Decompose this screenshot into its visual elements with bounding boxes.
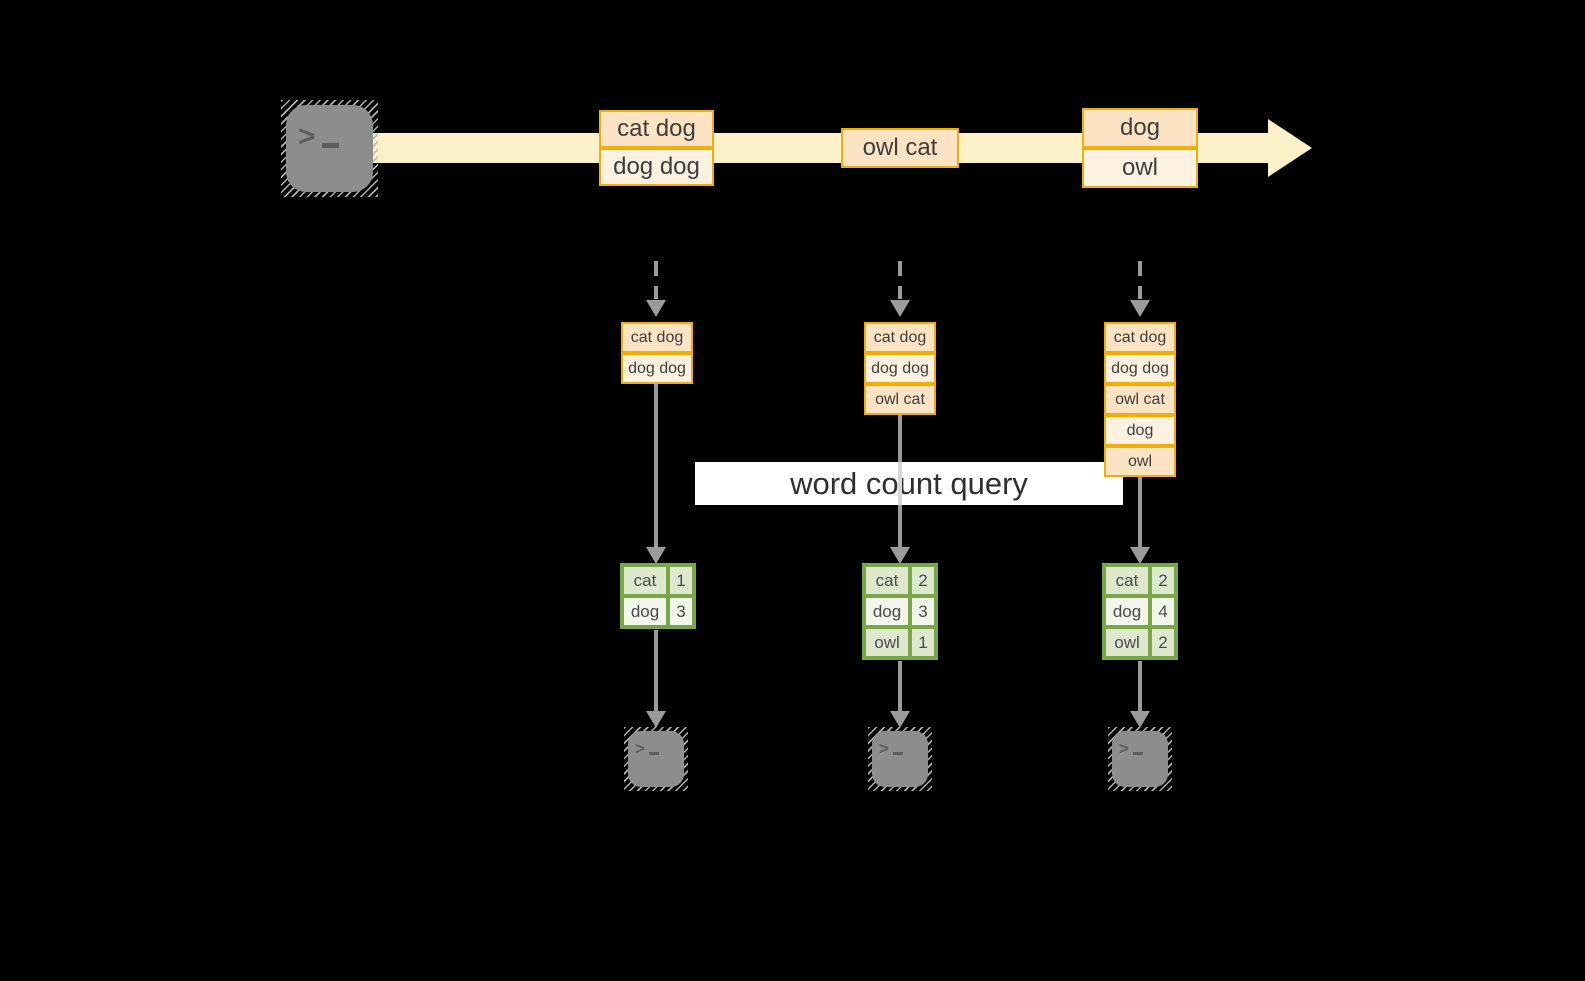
prompt-underscore-icon xyxy=(892,752,903,755)
prompt-underscore-icon xyxy=(648,752,659,755)
output-arrow-head-icon xyxy=(1130,711,1150,728)
stream-event-line: dog xyxy=(1082,108,1198,148)
count-cell: 1 xyxy=(910,627,936,658)
query-arrow-line xyxy=(654,384,658,547)
log-entry: cat dog xyxy=(1104,322,1176,353)
word-cell: dog xyxy=(1104,596,1150,627)
prompt-chevron-icon: > xyxy=(879,739,889,758)
log-entry: owl xyxy=(1104,446,1176,477)
terminal-prompt-icon: > xyxy=(298,122,339,152)
table-row: owl 2 xyxy=(1104,627,1176,658)
table-row: owl 1 xyxy=(864,627,936,658)
word-count-table-3: cat 2 dog 4 owl 2 xyxy=(1102,563,1178,660)
source-terminal-icon: > xyxy=(281,100,378,197)
terminal-body xyxy=(872,731,928,787)
count-cell: 3 xyxy=(910,596,936,627)
prompt-chevron-icon: > xyxy=(635,739,645,758)
query-label: word count query xyxy=(790,466,1028,501)
word-cell: dog xyxy=(622,596,668,627)
count-cell: 2 xyxy=(1150,565,1176,596)
log-entry: owl cat xyxy=(864,384,936,415)
word-count-table-2: cat 2 dog 3 owl 1 xyxy=(862,563,938,660)
output-arrow-line xyxy=(1138,661,1142,711)
query-arrow-head-icon xyxy=(890,547,910,564)
word-cell: cat xyxy=(1104,565,1150,596)
log-entry: dog dog xyxy=(621,353,693,384)
stream-event-line: dog dog xyxy=(599,148,714,186)
table-row: dog 3 xyxy=(622,596,694,627)
output-terminal-icon-2: > xyxy=(868,727,932,791)
word-cell: dog xyxy=(864,596,910,627)
table-row: cat 2 xyxy=(1104,565,1176,596)
word-cell: cat xyxy=(622,565,668,596)
ingest-arrow-head-icon xyxy=(1130,300,1150,317)
table-row: cat 2 xyxy=(864,565,936,596)
count-cell: 2 xyxy=(1150,627,1176,658)
log-entry: dog dog xyxy=(864,353,936,384)
stream-event-line: cat dog xyxy=(599,110,714,148)
terminal-prompt-icon: > xyxy=(1119,740,1143,757)
accumulated-log-3: cat dog dog dog owl cat dog owl xyxy=(1104,322,1176,477)
prompt-chevron-icon: > xyxy=(1119,739,1129,758)
output-terminal-icon-3: > xyxy=(1108,727,1172,791)
ingest-arrow-line xyxy=(654,261,658,299)
ingest-arrow-head-icon xyxy=(890,300,910,317)
count-cell: 4 xyxy=(1150,596,1176,627)
count-cell: 2 xyxy=(910,565,936,596)
arrow-over-banner xyxy=(898,462,902,505)
query-arrow-line xyxy=(1138,476,1142,547)
word-cell: cat xyxy=(864,565,910,596)
word-cell: owl xyxy=(1104,627,1150,658)
ingest-arrow-line xyxy=(898,261,902,299)
table-row: dog 3 xyxy=(864,596,936,627)
output-arrow-head-icon xyxy=(646,711,666,728)
accumulated-log-2: cat dog dog dog owl cat xyxy=(864,322,936,415)
output-arrow-head-icon xyxy=(890,711,910,728)
output-arrow-line xyxy=(898,661,902,711)
stream-event-box-2: owl cat xyxy=(841,128,959,168)
ingest-arrow-line xyxy=(1138,261,1142,299)
event-stream-arrow-head-icon xyxy=(1268,119,1312,177)
count-cell: 1 xyxy=(668,565,694,596)
log-entry: owl cat xyxy=(1104,384,1176,415)
query-arrow-head-icon xyxy=(646,547,666,564)
accumulated-log-1: cat dog dog dog xyxy=(621,322,693,384)
stream-event-box-1: cat dog dog dog xyxy=(599,110,714,186)
log-entry: dog xyxy=(1104,415,1176,446)
stream-event-line: owl xyxy=(1082,148,1198,188)
word-cell: owl xyxy=(864,627,910,658)
terminal-body xyxy=(628,731,684,787)
stream-event-line: owl cat xyxy=(841,128,959,168)
terminal-prompt-icon: > xyxy=(635,740,659,757)
prompt-underscore-icon xyxy=(321,143,339,148)
query-label-banner: word count query xyxy=(695,462,1123,505)
log-entry: cat dog xyxy=(621,322,693,353)
count-cell: 3 xyxy=(668,596,694,627)
output-arrow-line xyxy=(654,630,658,711)
log-entry: cat dog xyxy=(864,322,936,353)
terminal-prompt-icon: > xyxy=(879,740,903,757)
table-row: cat 1 xyxy=(622,565,694,596)
output-terminal-icon-1: > xyxy=(624,727,688,791)
log-entry: dog dog xyxy=(1104,353,1176,384)
query-arrow-head-icon xyxy=(1130,547,1150,564)
prompt-underscore-icon xyxy=(1132,752,1143,755)
word-count-table-1: cat 1 dog 3 xyxy=(620,563,696,629)
table-row: dog 4 xyxy=(1104,596,1176,627)
terminal-body xyxy=(1112,731,1168,787)
ingest-arrow-head-icon xyxy=(646,300,666,317)
stream-event-box-3: dog owl xyxy=(1082,108,1198,188)
terminal-body xyxy=(286,105,373,192)
prompt-chevron-icon: > xyxy=(298,120,316,153)
